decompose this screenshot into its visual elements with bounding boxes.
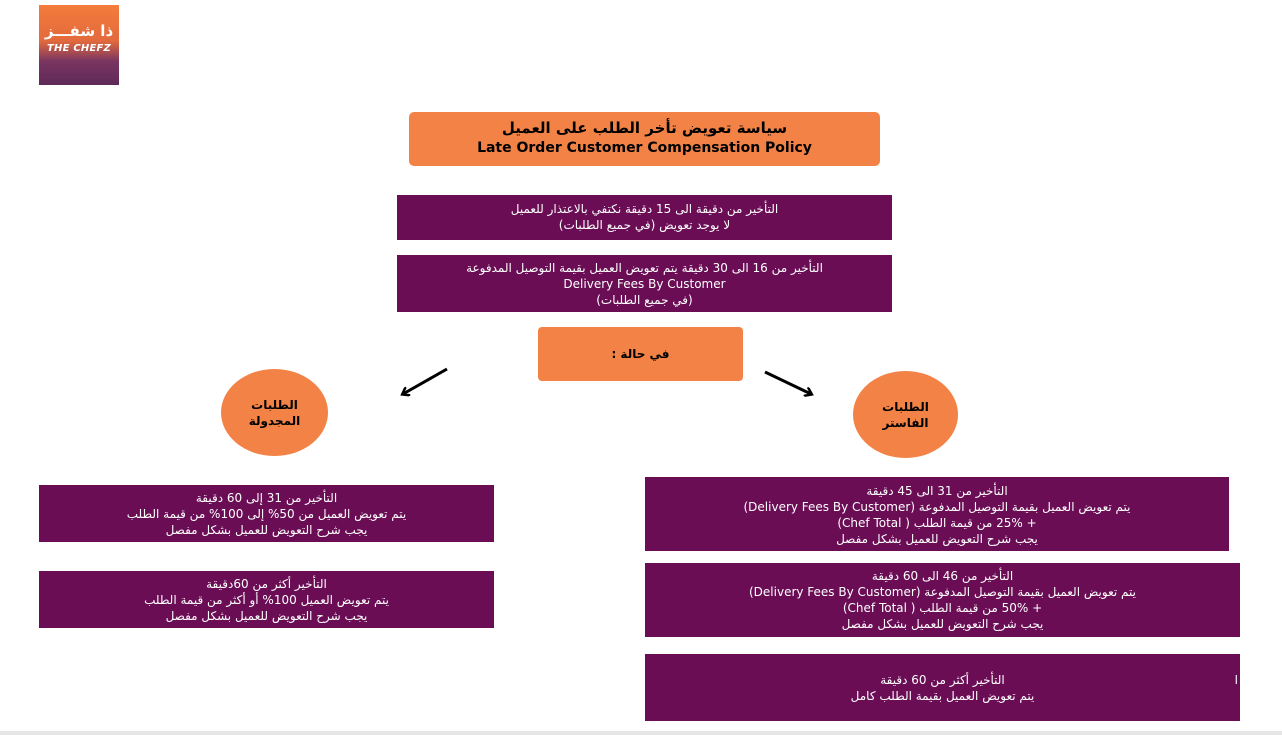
scheduled-circle-line-1: الطلبات (251, 397, 298, 412)
scheduled-box1-line-1: التأخير من 31 إلى 60 دقيقة (195, 491, 338, 505)
faster-box3-line-2: يتم تعويض العميل بقيمة الطلب كامل (850, 689, 1035, 703)
rule-2-line-1: التأخير من 16 الى 30 دقيقة يتم تعويض الع… (466, 261, 823, 275)
faster-circle-line-2: الفاستر (882, 415, 929, 430)
scheduled-box2-line-2: يتم تعويض العميل 100% أو أكثر من قيمة ال… (144, 593, 389, 607)
faster-box3-mark: ا (1234, 673, 1238, 687)
faster-box1-line-2: يتم تعويض العميل بقيمة التوصيل المدفوعة … (743, 500, 1131, 514)
faster-circle-line-1: الطلبات (882, 399, 929, 414)
rule-2-line-2: Delivery Fees By Customer (563, 277, 726, 291)
case-label-box: في حالة : (538, 327, 743, 381)
rule-1-line-2: لا يوجد تعويض (في جميع الطلبات) (558, 218, 731, 232)
faster-box1-line-1: التأخير من 31 الى 45 دقيقة (866, 484, 1008, 498)
faster-rule-46-to-60: التأخير من 46 الى 60 دقيقة يتم تعويض الع… (645, 563, 1240, 637)
scheduled-box1-line-2: يتم تعويض العميل من 50% إلى 100% من قيمة… (126, 507, 407, 521)
logo-english-text: THE CHEFZ (47, 43, 111, 54)
scheduled-box1-line-3: يجب شرح التعويض للعميل بشكل مفصل (165, 523, 368, 537)
policy-title-arabic: سياسة تعويض تأخر الطلب على العميل (501, 119, 788, 137)
faster-orders-circle: الطلبات الفاستر (853, 371, 958, 458)
rule-1-line-1: التأخير من دقيقة الى 15 دقيقة نكتفي بالا… (510, 202, 779, 216)
scheduled-box2-line-3: يجب شرح التعويض للعميل بشكل مفصل (165, 609, 368, 623)
faster-box2-line-3: + 50% من قيمة الطلب ( Chef Total) (842, 601, 1043, 615)
policy-title-banner: سياسة تعويض تأخر الطلب على العميل Late O… (409, 112, 880, 166)
rule-16-to-30-minutes: التأخير من 16 الى 30 دقيقة يتم تعويض الع… (397, 255, 892, 312)
rule-1-to-15-minutes: التأخير من دقيقة الى 15 دقيقة نكتفي بالا… (397, 195, 892, 240)
rule-2-line-3: (في جميع الطلبات) (596, 293, 693, 307)
chefz-logo: ذا شفـــز THE CHEFZ (39, 5, 119, 85)
faster-box1-line-3: + 25% من قيمة الطلب ( Chef Total) (837, 516, 1037, 530)
faster-box2-line-2: يتم تعويض العميل بقيمة التوصيل المدفوعة … (748, 585, 1136, 599)
scheduled-circle-line-2: المجدولة (248, 413, 301, 428)
faster-box1-line-4: يجب شرح التعويض للعميل بشكل مفصل (836, 532, 1038, 546)
scheduled-orders-circle: الطلبات المجدولة (221, 369, 328, 456)
faster-rule-over-60: التأخير أكثر من 60 دقيقة يتم تعويض العمي… (645, 654, 1240, 721)
scheduled-box2-line-1: التأخير أكثر من 60دقيقة (206, 577, 327, 591)
bottom-divider (0, 731, 1282, 735)
faster-box2-line-4: يجب شرح التعويض للعميل بشكل مفصل (841, 617, 1044, 631)
logo-arabic-text: ذا شفـــز (44, 22, 114, 40)
arrow-left-icon (403, 367, 448, 394)
faster-box2-line-1: التأخير من 46 الى 60 دقيقة (871, 569, 1014, 583)
faster-box3-line-1: التأخير أكثر من 60 دقيقة (880, 673, 1005, 687)
policy-title-english: Late Order Customer Compensation Policy (477, 140, 812, 156)
arrow-right-icon (764, 370, 811, 394)
faster-rule-31-to-45: التأخير من 31 الى 45 دقيقة يتم تعويض الع… (645, 477, 1229, 551)
scheduled-rule-31-to-60: التأخير من 31 إلى 60 دقيقة يتم تعويض الع… (39, 485, 494, 542)
scheduled-rule-over-60: التأخير أكثر من 60دقيقة يتم تعويض العميل… (39, 571, 494, 628)
